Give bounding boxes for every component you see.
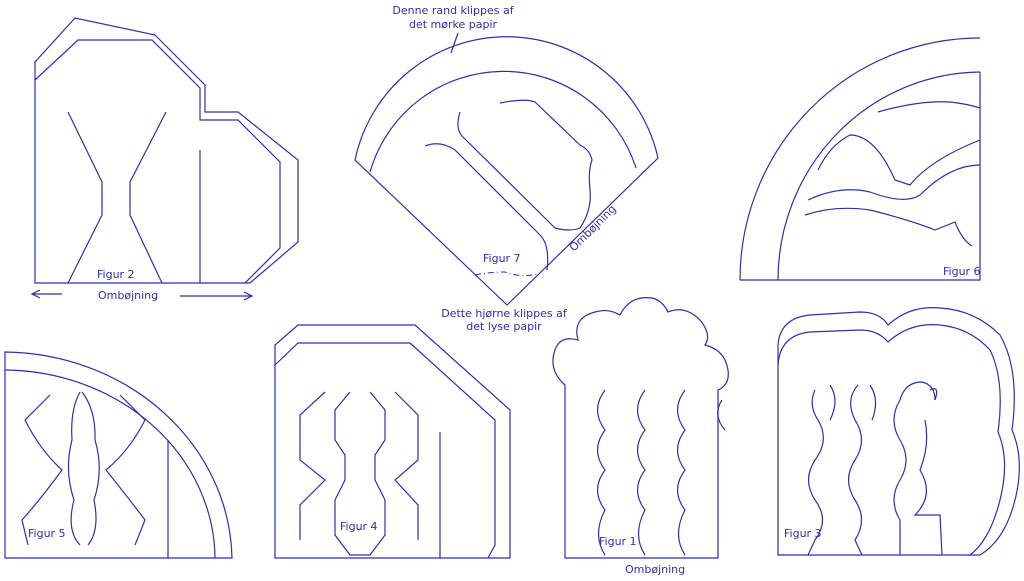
figure-7-inner-arc <box>369 70 637 173</box>
figure-1-cut-3 <box>676 389 686 556</box>
figure-3-inner <box>777 324 1006 556</box>
figure-4-outer <box>274 324 511 559</box>
figure-1-fold-label: Ombøjning <box>625 563 685 576</box>
figure-7-note-bottom-2: det lyse papir <box>466 320 542 333</box>
figure-2 <box>30 17 299 301</box>
fold-arrow-left <box>30 289 62 299</box>
figure-1-label: Figur 1 <box>599 535 637 548</box>
figure-7-cut-1 <box>424 143 549 271</box>
figure-6-cut-1 <box>877 101 981 113</box>
figure-3 <box>777 307 1020 556</box>
figure-7-cut-2 <box>457 99 593 231</box>
figure-7 <box>354 32 659 306</box>
figure-3-cut-3 <box>893 381 943 556</box>
figure-2-outer <box>34 17 299 284</box>
figure-7-fold-label: Ombøjning <box>567 202 619 254</box>
figure-4-label: Figur 4 <box>340 520 378 533</box>
figure-1-outline <box>552 297 729 559</box>
figure-5-label: Figur 5 <box>28 527 66 540</box>
figure-1-cut-1 <box>596 389 606 556</box>
figure-4-cut-right <box>394 391 419 540</box>
figure-5-cut-center <box>67 391 100 546</box>
figure-5-cut-right <box>105 394 146 546</box>
figure-5 <box>4 351 233 559</box>
figure-7-note-top-1: Denne rand klippes af <box>392 4 514 17</box>
figure-6-cut-2 <box>817 134 981 186</box>
figure-4-cut-center <box>334 391 386 556</box>
figure-2-label: Figur 2 <box>97 268 135 281</box>
figure-6-inner-arc <box>777 71 981 281</box>
figure-5-outer <box>4 351 233 559</box>
figure-6 <box>739 37 981 281</box>
figure-5-cut-left <box>21 394 63 546</box>
figure-1 <box>552 297 729 559</box>
figure-3-label: Figur 3 <box>784 527 822 540</box>
figure-7-leader <box>450 32 459 54</box>
figure-2-cut-left <box>67 111 103 284</box>
figure-7-note-top-2: det mørke papir <box>409 18 498 31</box>
figure-7-label: Figur 7 <box>483 252 521 265</box>
figure-2-cut-right <box>129 111 167 284</box>
figure-2-fold-label: Ombøjning <box>98 289 158 302</box>
figure-6-label: Figur 6 <box>943 265 981 278</box>
figure-2-inner <box>34 39 281 284</box>
figure-4-cut-left <box>299 391 326 540</box>
figure-5-inner-arc <box>4 369 216 559</box>
figure-1-cut-2 <box>636 389 646 556</box>
figure-6-outer <box>739 37 981 281</box>
fold-arrow-right <box>180 291 254 301</box>
figure-6-cut-3 <box>807 164 981 201</box>
figure-7-outer <box>354 36 659 306</box>
figure-4 <box>274 324 511 559</box>
figure-3-outer <box>777 307 1020 556</box>
figure-6-cut-4 <box>804 207 973 247</box>
figure-1-cut-4 <box>717 399 726 431</box>
figure-3-cut-2 <box>847 384 877 556</box>
figure-7-note-bottom-1: Dette hjørne klippes af <box>441 307 568 320</box>
figure-3-cut-1 <box>807 384 836 556</box>
figure-7-corner-cut <box>474 271 538 277</box>
figure-4-inner <box>274 342 496 559</box>
